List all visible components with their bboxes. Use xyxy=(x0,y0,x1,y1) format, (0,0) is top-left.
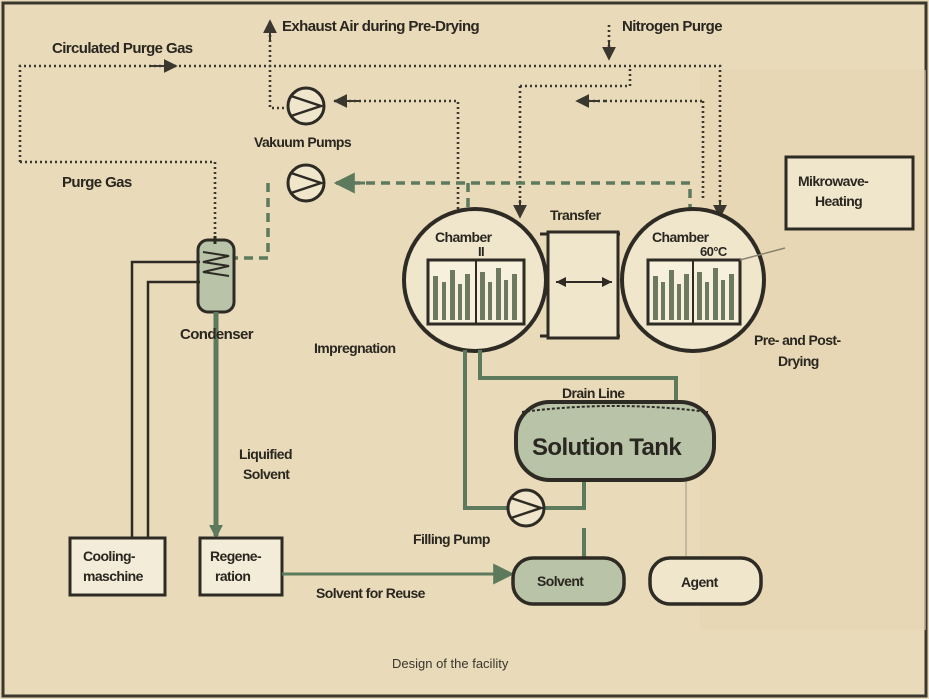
label-pre-post-2: Drying xyxy=(778,353,819,369)
vacuum-pump-lower xyxy=(286,163,326,203)
chamber-right xyxy=(620,207,766,353)
vacuum-pump-upper xyxy=(286,86,326,126)
label-liquified-1: Liquified xyxy=(239,446,292,462)
label-cooling-1: Cooling- xyxy=(83,548,136,564)
chamber-left xyxy=(402,207,548,353)
heating-pointer xyxy=(739,247,786,261)
label-drain-line: Drain Line xyxy=(562,385,625,401)
vacuum-lines xyxy=(235,181,692,260)
label-chamber-left-1: Chamber xyxy=(435,229,493,245)
cooling-lines xyxy=(130,260,200,538)
label-purge-gas: Purge Gas xyxy=(62,174,132,191)
condenser xyxy=(196,236,236,314)
microwave-heating-box xyxy=(784,155,915,231)
label-agent: Agent xyxy=(681,574,719,590)
label-regeneration-1: Regene- xyxy=(210,548,262,564)
label-solution-tank: Solution Tank xyxy=(532,434,682,461)
label-regeneration-2: ration xyxy=(215,568,250,584)
label-exhaust-air: Exhaust Air during Pre-Drying xyxy=(282,18,480,35)
label-solvent-for-reuse: Solvent for Reuse xyxy=(316,585,426,601)
solvent-tank xyxy=(511,556,626,606)
drain-filling-lines xyxy=(463,350,678,560)
label-condenser: Condenser xyxy=(180,326,254,343)
label-liquified-2: Solvent xyxy=(243,466,290,482)
label-transfer: Transfer xyxy=(550,207,602,223)
agent-tank xyxy=(648,556,763,606)
label-vacuum-pumps: Vakuum Pumps xyxy=(254,134,352,150)
label-nitrogen-purge: Nitrogen Purge xyxy=(622,18,722,35)
label-filling-pump: Filling Pump xyxy=(413,531,490,547)
label-chamber-right-1: Chamber xyxy=(652,229,710,245)
label-impregnation: Impregnation xyxy=(314,340,396,356)
label-pre-post-1: Pre- and Post- xyxy=(754,332,841,348)
label-circulated-purge-gas: Circulated Purge Gas xyxy=(52,40,193,57)
label-microwave-1: Mikrowave- xyxy=(798,173,869,189)
purge-gas-lines xyxy=(18,25,722,240)
label-chamber-left-2: II xyxy=(478,244,484,259)
label-chamber-right-2: 60°C xyxy=(700,244,728,259)
transfer-unit xyxy=(540,230,620,340)
label-cooling-2: maschine xyxy=(83,568,144,584)
label-solvent: Solvent xyxy=(537,573,584,589)
filling-pump xyxy=(506,488,546,528)
figure-caption: Design of the facility xyxy=(392,656,509,671)
regeneration-box xyxy=(198,536,284,597)
cooling-machine-box xyxy=(68,536,167,597)
tinted-background xyxy=(700,70,926,630)
label-microwave-2: Heating xyxy=(815,193,862,209)
solution-tank xyxy=(514,400,716,482)
